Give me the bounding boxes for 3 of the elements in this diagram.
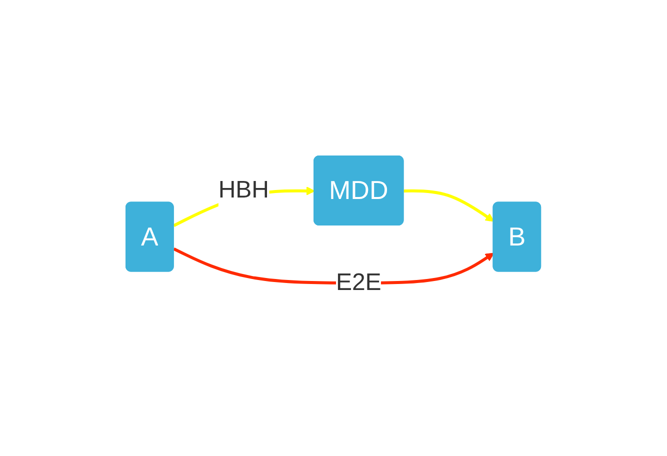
arrow (404, 188, 494, 222)
edge-label: HBH (218, 176, 270, 203)
edge-label: E2E (336, 268, 382, 296)
